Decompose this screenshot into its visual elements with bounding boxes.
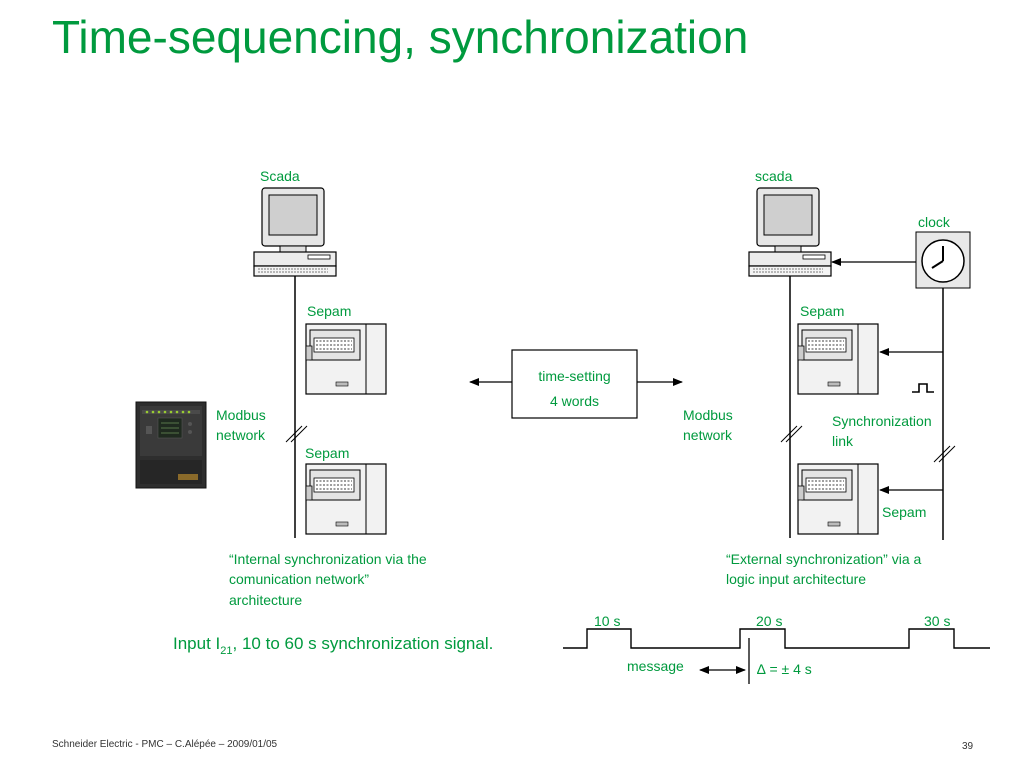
- right-network-label-2: network: [683, 427, 733, 443]
- pulse-label-30s: 30 s: [924, 613, 950, 629]
- left-sepam-top-icon: [305, 323, 387, 395]
- left-network-label-1: Modbus: [216, 407, 266, 423]
- left-scada-computer-icon: [253, 187, 337, 277]
- page-number: 39: [962, 741, 974, 752]
- pulse-label-10s: 10 s: [594, 613, 620, 629]
- left-network-break-mark: [285, 425, 303, 443]
- right-sepam-bottom-icon: [797, 463, 879, 535]
- right-sepam-bottom-label: Sepam: [882, 504, 926, 520]
- pulse-icon: [912, 383, 934, 393]
- right-caption-line-1: “External synchronization” via a: [726, 551, 922, 567]
- message-label: message: [627, 658, 684, 674]
- sync-link-label-1: Synchronization: [832, 413, 932, 429]
- left-sepam-bottom-label: Sepam: [305, 445, 349, 461]
- pulse-label-20s: 20 s: [756, 613, 782, 629]
- left-sepam-top-label: Sepam: [307, 303, 351, 319]
- left-network-label-2: network: [216, 427, 266, 443]
- clock-label: clock: [918, 214, 951, 230]
- right-sepam-top-label: Sepam: [800, 303, 844, 319]
- input-signal-caption: Input I21, 10 to 60 s synchronization si…: [173, 634, 493, 657]
- clock-icon: [915, 231, 971, 289]
- right-network-label-1: Modbus: [683, 407, 733, 423]
- left-caption-line-1: “Internal synchronization via the: [229, 551, 427, 567]
- left-caption-line-2: comunication network”: [229, 571, 369, 587]
- slide-title: Time-sequencing, synchronization: [52, 11, 749, 63]
- left-caption-line-3: architecture: [229, 592, 302, 608]
- right-sepam-top-icon: [797, 323, 879, 395]
- right-network-break-mark: [780, 425, 798, 443]
- sync-link-break-mark: [933, 445, 951, 463]
- sync-link-label-2: link: [832, 433, 854, 449]
- delta-label: ∆ = ± 4 s: [757, 661, 812, 677]
- footer-credit: Schneider Electric - PMC – C.Alépée – 20…: [52, 739, 278, 750]
- right-scada-label: scada: [755, 168, 793, 184]
- time-setting-words-label: 4 words: [550, 393, 599, 409]
- sepam-front-panel-image: [135, 401, 207, 489]
- left-sepam-bottom-icon: [305, 463, 387, 535]
- time-setting-box: [511, 349, 638, 419]
- right-caption-line-2: logic input architecture: [726, 571, 866, 587]
- time-setting-label: time-setting: [538, 368, 610, 384]
- right-scada-computer-icon: [748, 187, 832, 277]
- synchronization-signal-waveform: [563, 628, 990, 649]
- left-scada-label: Scada: [260, 168, 300, 184]
